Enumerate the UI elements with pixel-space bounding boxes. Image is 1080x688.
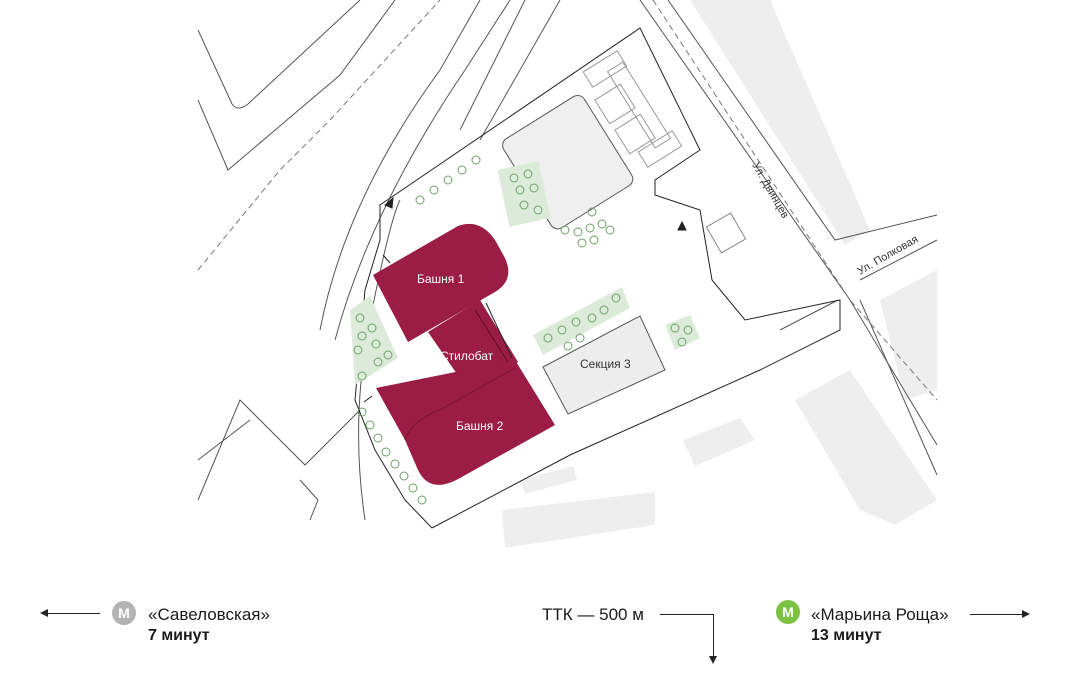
section-3-label: Секция 3 [580,357,631,371]
arrow-left-line [46,613,100,614]
utility-box [705,212,747,254]
travel-time-maryina-roshcha: 13 минут [811,627,882,644]
arrow-down-icon [709,656,717,664]
travel-time-savelovskaya: 7 минут [148,627,210,644]
trees [353,155,693,505]
arrow-right-line [970,614,1022,615]
site-boundary [354,27,841,529]
legend-savelovskaya: «Савеловская» 7 минут [148,604,270,646]
street-label-dvintsev: Ул. Двинцев [749,161,791,221]
road-lines [197,0,938,521]
tower-2-label: Башня 2 [456,419,504,433]
legend-ttk: ТТК — 500 м [542,604,644,625]
neighbour-buildings [502,0,937,548]
street-label-polkovaya: Ул. Полковая [856,233,921,277]
dashed-lines [197,0,938,401]
entrance-arrows [363,196,687,403]
parking-lots [582,50,683,168]
tower-1-label: Башня 1 [417,272,465,286]
legend-maryina-roshcha: «Марьина Роща» 13 минут [811,604,949,646]
building-tower-2[interactable]: Башня 2 [376,360,555,485]
arrow-ttk-line [660,614,714,615]
site-plan-map: Башня 1 Стилобат Башня 2 Секция 3 Ул. Дв… [197,0,938,548]
building-section-3[interactable]: Секция 3 [542,315,666,415]
ttk-distance: ТТК — 500 м [542,605,644,624]
metro-badge-maryina-roshcha: М [776,600,800,624]
arrow-left-icon [40,609,48,617]
stylobate-label: Стилобат [440,349,494,363]
station-name-savelovskaya: «Савеловская» [148,605,270,624]
arrow-ttk-line-vertical [713,614,714,656]
station-name-maryina-roshcha: «Марьина Роща» [811,605,949,624]
building-tower-1[interactable]: Башня 1 [373,223,509,342]
arrow-right-icon [1022,610,1030,618]
metro-badge-savelovskaya: М [112,601,136,625]
